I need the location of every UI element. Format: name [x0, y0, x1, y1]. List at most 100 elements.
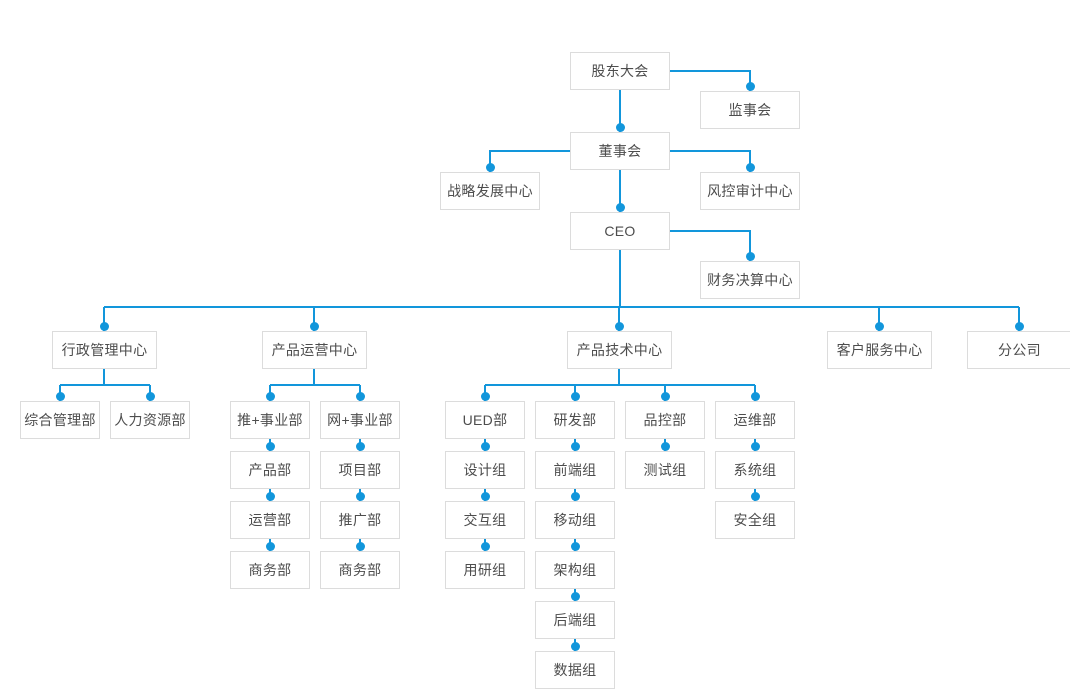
connector-dot: [570, 641, 580, 651]
org-node-d4[interactable]: 客户服务中心: [827, 331, 932, 369]
connector-dot: [265, 391, 275, 401]
org-node-d5[interactable]: 分公司: [967, 331, 1070, 369]
org-node-label: 移动组: [553, 512, 597, 528]
org-node-f5[interactable]: 后端组: [535, 601, 615, 639]
org-node-h3[interactable]: 安全组: [715, 501, 795, 539]
connector-dot: [615, 202, 625, 212]
org-node-n7[interactable]: 财务决算中心: [700, 261, 800, 299]
org-node-label: 综合管理部: [24, 412, 96, 428]
org-node-label: 商务部: [248, 562, 292, 578]
org-node-d2[interactable]: 产品运营中心: [262, 331, 367, 369]
connector-line: [670, 70, 751, 91]
org-node-c1[interactable]: 网+事业部: [320, 401, 400, 439]
org-node-label: 项目部: [338, 462, 382, 478]
org-node-label: 安全组: [733, 512, 777, 528]
org-node-e2[interactable]: 设计组: [445, 451, 525, 489]
connector-line: [670, 230, 751, 261]
connector-dot: [480, 441, 490, 451]
connector-dot: [570, 591, 580, 601]
connector-dot: [750, 441, 760, 451]
connector-dot: [55, 391, 65, 401]
org-node-b4[interactable]: 商务部: [230, 551, 310, 589]
org-node-label: 董事会: [598, 143, 642, 159]
org-node-n3[interactable]: 董事会: [570, 132, 670, 170]
connector-dot: [660, 391, 670, 401]
org-node-label: 产品运营中心: [271, 342, 358, 358]
org-node-n4[interactable]: 战略发展中心: [440, 172, 540, 210]
org-node-f6[interactable]: 数据组: [535, 651, 615, 689]
org-node-d3[interactable]: 产品技术中心: [567, 331, 672, 369]
org-node-c3[interactable]: 推广部: [320, 501, 400, 539]
org-node-n1[interactable]: 股东大会: [570, 52, 670, 90]
org-node-label: 战略发展中心: [447, 183, 533, 199]
connector-line: [489, 150, 570, 172]
connector-dot: [745, 251, 755, 261]
org-node-f1[interactable]: 研发部: [535, 401, 615, 439]
org-node-g1[interactable]: 品控部: [625, 401, 705, 439]
org-node-e3[interactable]: 交互组: [445, 501, 525, 539]
connector-dot: [570, 491, 580, 501]
org-node-label: 交互组: [463, 512, 507, 528]
org-node-d1[interactable]: 行政管理中心: [52, 331, 157, 369]
org-node-label: 设计组: [463, 462, 507, 478]
org-node-label: 产品部: [248, 462, 292, 478]
connector-dot: [745, 162, 755, 172]
connector-dot: [265, 491, 275, 501]
org-node-a1[interactable]: 综合管理部: [20, 401, 100, 439]
org-node-label: 数据组: [553, 662, 597, 678]
org-node-label: 后端组: [553, 612, 597, 628]
org-node-label: 财务决算中心: [707, 272, 793, 288]
org-node-b2[interactable]: 产品部: [230, 451, 310, 489]
org-node-c4[interactable]: 商务部: [320, 551, 400, 589]
org-node-label: 风控审计中心: [707, 183, 793, 199]
connector-dot: [355, 391, 365, 401]
org-node-n5[interactable]: 风控审计中心: [700, 172, 800, 210]
connector-dot: [265, 441, 275, 451]
org-node-f4[interactable]: 架构组: [535, 551, 615, 589]
org-node-label: 监事会: [728, 102, 772, 118]
connector-dot: [355, 441, 365, 451]
org-node-label: 分公司: [998, 342, 1041, 358]
org-node-c2[interactable]: 项目部: [320, 451, 400, 489]
org-node-label: UED部: [462, 412, 508, 428]
org-node-e1[interactable]: UED部: [445, 401, 525, 439]
org-node-g2[interactable]: 测试组: [625, 451, 705, 489]
org-node-b1[interactable]: 推+事业部: [230, 401, 310, 439]
org-node-label: 架构组: [553, 562, 597, 578]
connector-dot: [145, 391, 155, 401]
org-node-label: 商务部: [338, 562, 382, 578]
org-node-n2[interactable]: 监事会: [700, 91, 800, 129]
org-node-label: 网+事业部: [327, 412, 393, 428]
org-node-h1[interactable]: 运维部: [715, 401, 795, 439]
connector-dot: [480, 491, 490, 501]
connector-dot: [309, 321, 319, 331]
org-node-label: CEO: [604, 223, 636, 239]
connector-dot: [485, 162, 495, 172]
org-node-label: 品控部: [643, 412, 687, 428]
org-node-label: 股东大会: [591, 63, 649, 79]
connector-dot: [570, 391, 580, 401]
org-node-e4[interactable]: 用研组: [445, 551, 525, 589]
connector-dot: [355, 491, 365, 501]
connector-dot: [660, 441, 670, 451]
org-node-n6[interactable]: CEO: [570, 212, 670, 250]
org-node-h2[interactable]: 系统组: [715, 451, 795, 489]
connector-dot: [480, 541, 490, 551]
connector-dot: [614, 321, 624, 331]
org-node-label: 运营部: [248, 512, 292, 528]
org-node-label: 研发部: [553, 412, 597, 428]
connector-dot: [265, 541, 275, 551]
org-node-label: 产品技术中心: [576, 342, 663, 358]
connector-dot: [355, 541, 365, 551]
org-node-label: 测试组: [643, 462, 687, 478]
connector-dot: [615, 122, 625, 132]
org-node-f2[interactable]: 前端组: [535, 451, 615, 489]
org-node-a2[interactable]: 人力资源部: [110, 401, 190, 439]
org-node-label: 用研组: [463, 562, 507, 578]
org-node-label: 运维部: [733, 412, 777, 428]
connector-dot: [750, 491, 760, 501]
org-node-b3[interactable]: 运营部: [230, 501, 310, 539]
connector-dot: [99, 321, 109, 331]
org-node-label: 客户服务中心: [836, 342, 923, 358]
org-node-f3[interactable]: 移动组: [535, 501, 615, 539]
